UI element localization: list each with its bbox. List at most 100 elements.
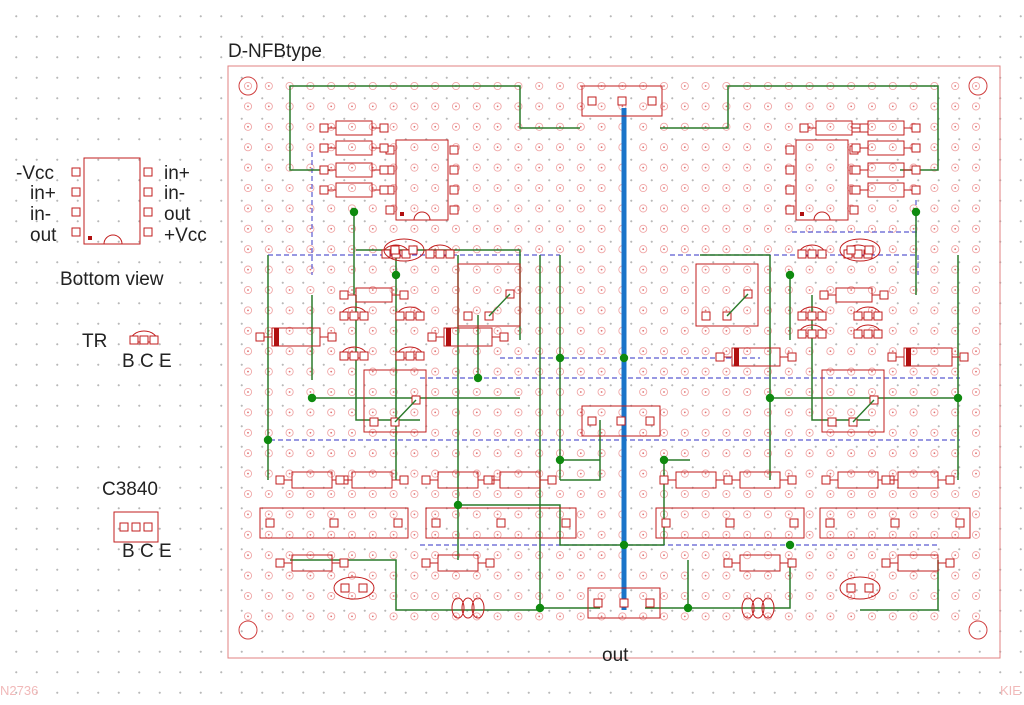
pad-center: [912, 350, 915, 353]
pad-hole: [431, 387, 440, 397]
pad-center: [683, 595, 686, 597]
pad-hole: [888, 143, 897, 152]
pad-hole: [888, 306, 897, 315]
pad: [131, 522, 141, 532]
pad-center: [933, 227, 936, 230]
pad-hole: [306, 408, 315, 417]
pad: [71, 207, 81, 217]
pad-center: [642, 431, 645, 434]
pad: [369, 417, 379, 427]
pad-hole: [285, 245, 294, 254]
pad-center: [309, 309, 312, 312]
pad-center: [496, 533, 499, 536]
pad-center: [288, 533, 291, 536]
pad-center: [413, 207, 416, 210]
pad: [143, 167, 153, 177]
pad-hole: [909, 265, 918, 274]
pad-hole: [784, 367, 793, 376]
pad-hole: [659, 163, 669, 172]
pad-center: [829, 105, 832, 108]
pad-hole: [763, 326, 773, 335]
pad-center: [642, 554, 645, 557]
pad-center: [642, 125, 645, 128]
pad-center: [642, 105, 645, 108]
pad-center: [392, 227, 395, 230]
pad-center: [559, 615, 561, 618]
pad: [645, 598, 655, 608]
pad-center: [975, 146, 977, 149]
pad-hole: [639, 551, 648, 560]
pad-center: [579, 146, 582, 149]
pad-center: [850, 391, 853, 393]
pad-center: [392, 268, 395, 271]
pad-center: [891, 207, 894, 210]
pad-hole: [535, 306, 544, 315]
pad-center: [954, 431, 957, 434]
pad-hole: [306, 183, 315, 193]
pad-center: [767, 289, 769, 291]
pad-hole: [368, 306, 377, 315]
pad-center: [330, 595, 333, 597]
pad-hole: [306, 510, 315, 519]
pad-center: [975, 574, 977, 577]
pad-center: [725, 329, 728, 332]
pad-hole: [472, 326, 481, 335]
pad-center: [247, 166, 249, 169]
pad-center: [392, 493, 395, 495]
pad-center: [642, 574, 645, 577]
pad-center: [267, 533, 270, 536]
tr-name: TR: [82, 331, 108, 352]
pad-center: [413, 595, 416, 597]
pad-center: [496, 391, 499, 393]
pad-hole: [701, 102, 710, 111]
pad: [349, 351, 359, 361]
pad: [319, 185, 329, 195]
pad-hole: [264, 510, 273, 519]
pad-hole: [347, 510, 357, 519]
pad-hole: [597, 612, 606, 621]
pad: [725, 518, 735, 528]
mounting-hole-br: [968, 620, 988, 640]
pad-hole: [368, 163, 377, 172]
pad-center: [891, 105, 894, 108]
pad-hole: [888, 204, 897, 213]
pad-center: [829, 207, 832, 210]
pad-hole: [722, 367, 731, 376]
pad-hole: [743, 265, 752, 274]
pad-center: [663, 329, 665, 332]
pad-center: [912, 595, 915, 597]
pad-hole: [285, 387, 294, 397]
pad-center: [850, 493, 853, 495]
pad-center: [371, 533, 374, 536]
pad-center: [871, 554, 873, 557]
pad-hole: [639, 449, 648, 458]
pad-hole: [659, 551, 669, 560]
pad-center: [912, 513, 915, 516]
pad-center: [351, 493, 353, 495]
pad-center: [309, 268, 312, 271]
pad-center: [975, 329, 977, 332]
pad-hole: [389, 224, 398, 233]
pad-center: [767, 350, 769, 353]
pad-center: [330, 350, 333, 353]
pad-center: [455, 391, 457, 393]
pad-center: [600, 533, 603, 536]
pad-center: [496, 452, 499, 455]
pad-hole: [306, 163, 315, 172]
pad-hole: [826, 245, 835, 254]
pad-hole: [327, 245, 336, 254]
pad-center: [496, 227, 499, 230]
pad-hole: [306, 367, 315, 376]
pad-hole: [951, 285, 960, 295]
pad-hole: [722, 571, 731, 580]
pad-hole: [306, 591, 315, 601]
pad-hole: [555, 163, 565, 172]
pad-center: [891, 452, 894, 455]
pad-hole: [431, 306, 440, 315]
pad-center: [663, 166, 665, 169]
pad-hole: [701, 408, 710, 417]
pad-hole: [826, 571, 835, 580]
pad: [129, 335, 139, 345]
diode-band: [906, 348, 911, 366]
pad-center: [413, 391, 416, 393]
